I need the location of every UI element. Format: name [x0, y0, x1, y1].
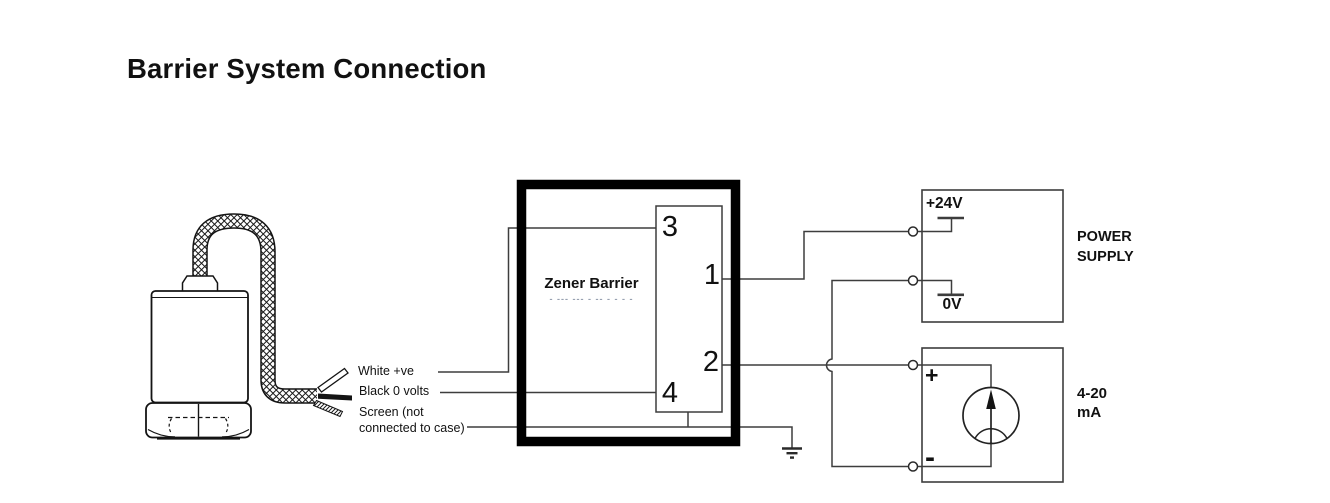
cable-wire-splay: [312, 367, 352, 418]
screen-lead-wire: [312, 399, 344, 418]
meter-plus-internal-wire: [917, 364, 992, 388]
wiring: [438, 227, 909, 468]
barrier-terminal-block: [655, 205, 723, 413]
power-supply-name-line1: POWER: [1077, 229, 1132, 245]
barrier-terminal-2: 2: [702, 346, 720, 378]
ps-zerov-terminal: [907, 275, 919, 286]
power-supply-box: [917, 189, 1064, 323]
earth-ground-symbol: [782, 447, 802, 459]
ps-zerov-label: 0V: [942, 296, 962, 313]
hex-nut-hidden-arcs: [168, 418, 229, 434]
cable-gland-neck: [181, 275, 219, 293]
meter-minus-label: -: [925, 441, 935, 474]
sensor-drawing: [145, 213, 352, 440]
hex-nut-facet-arcs: [147, 429, 250, 438]
barrier-model-redacted: - --- --- - -- - - - -: [549, 294, 634, 304]
meter-plus-label: +: [925, 362, 939, 388]
barrier-outer-border: [516, 179, 741, 447]
screen-wire-run: [467, 426, 793, 448]
meter-minus-terminal: [907, 461, 919, 472]
meter-range-label: 4-20 mA: [1077, 384, 1107, 422]
white-lead-wire: [317, 367, 349, 393]
barrier-terminal-1: 1: [703, 259, 721, 291]
meter-range-line1: 4-20: [1077, 385, 1108, 402]
zener-barrier-label: Zener Barrier: [544, 275, 639, 292]
ps-plus24-terminal: [907, 226, 919, 237]
power-supply-outline: [921, 189, 1064, 323]
zerov-internal-wire: [917, 279, 953, 294]
meter-range-line2: mA: [1077, 404, 1102, 421]
zener-barrier-box: [516, 179, 741, 447]
meter-box: [917, 347, 1064, 483]
ps-plus24-label: +24V: [926, 195, 963, 212]
screen-lead-label: Screen (not connected to case): [359, 404, 465, 436]
meter-plus-terminal: [907, 359, 919, 371]
black-lead-label: Black 0 volts: [359, 384, 430, 398]
sensor-body: [150, 290, 249, 404]
barrier-terminal-4: 4: [661, 377, 679, 409]
power-supply-name: POWER SUPPLY: [1077, 228, 1134, 267]
meter-outline: [921, 347, 1064, 483]
page-title: Barrier System Connection: [127, 53, 487, 84]
barrier-terminal-3: 3: [661, 211, 679, 243]
screen-lead-line2: connected to case): [359, 421, 465, 435]
meter-needle-arrowhead: [986, 389, 996, 409]
screen-lead-line1: Screen (not: [359, 405, 424, 419]
white-wire-run: [438, 227, 656, 373]
black-lead-wire: [318, 393, 352, 401]
braided-cable: [193, 214, 317, 403]
meter-scale-arc: [974, 427, 1008, 439]
meter-minus-internal-wire: [917, 444, 992, 468]
white-lead-label: White +ve: [358, 364, 414, 378]
plus24-internal-wire: [917, 219, 953, 233]
terminal-circles: [907, 226, 919, 472]
zerovolt-to-meter-minus-wire: [825, 279, 909, 468]
terminal1-to-plus24-wire: [722, 230, 909, 280]
power-supply-name-line2: SUPPLY: [1077, 248, 1134, 265]
